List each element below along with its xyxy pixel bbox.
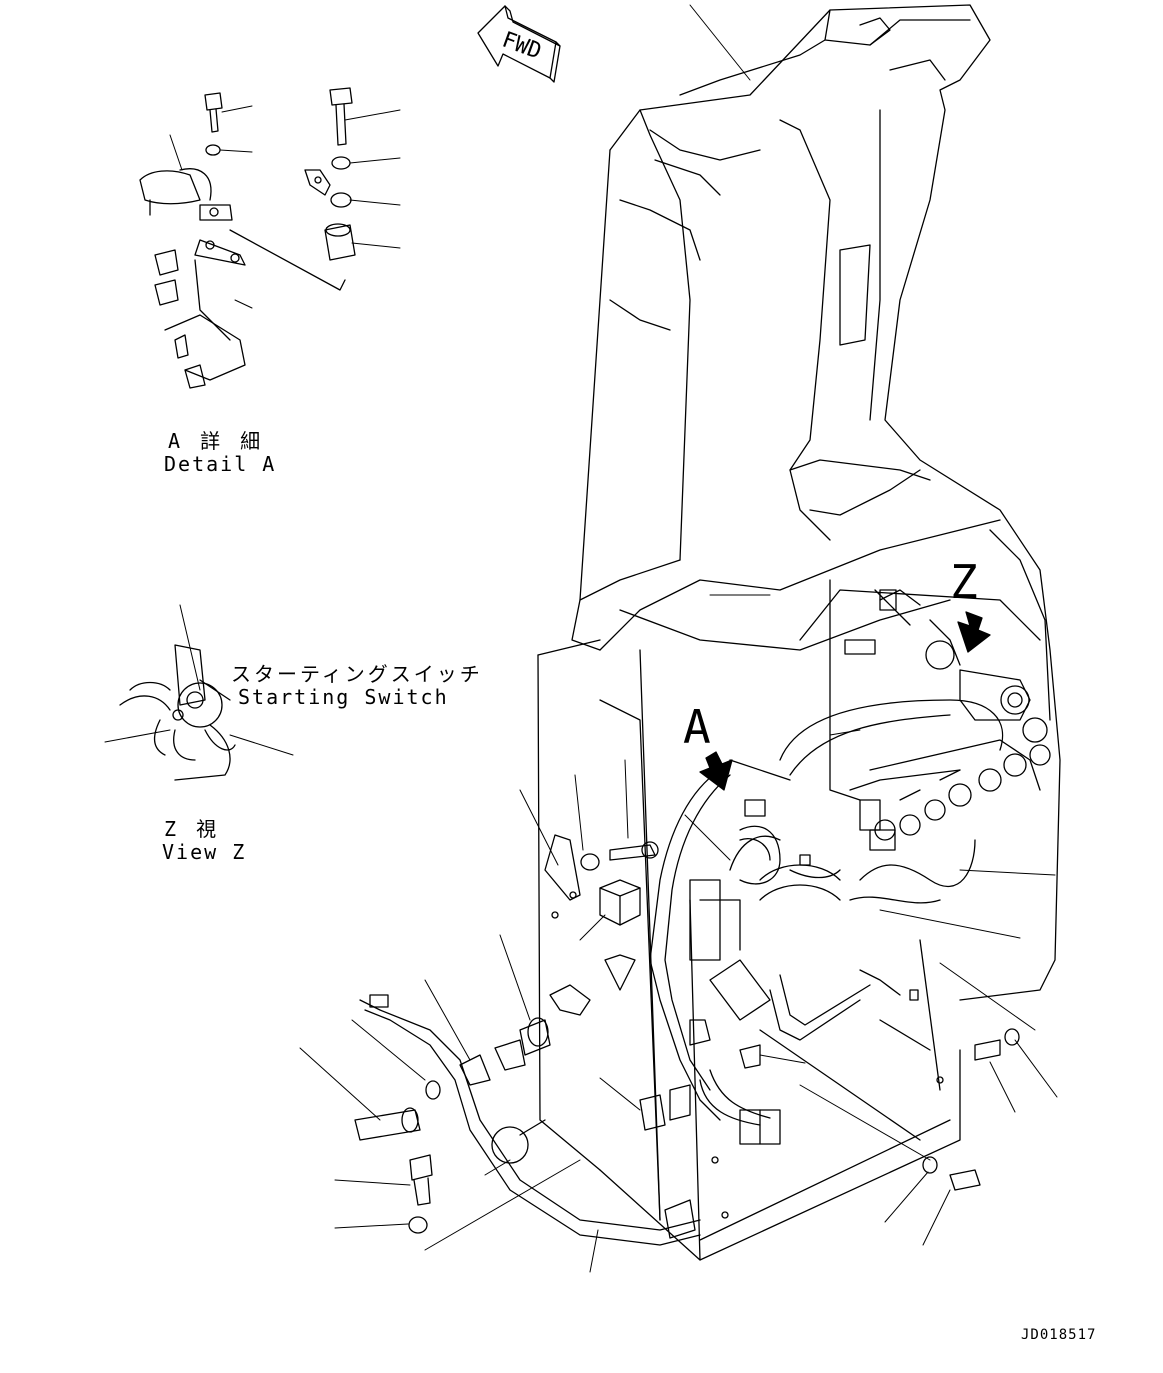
console-box	[538, 580, 1040, 1260]
leader-lines	[105, 5, 1057, 1272]
a-arrow	[700, 752, 790, 790]
starting-switch-label-en: Starting Switch	[238, 685, 449, 709]
console-fasteners	[355, 835, 1019, 1238]
starting-switch-label-jp: スターティングスイッチ	[231, 662, 483, 686]
drawing-code: JD018517	[1021, 1327, 1097, 1343]
z-arrow	[958, 612, 990, 652]
cab-frame	[572, 5, 1060, 1000]
view-z-title-jp: Z 視	[164, 817, 221, 841]
callout-a: A	[683, 700, 711, 754]
switch-connectors	[850, 740, 1040, 850]
detail-a-title-jp: A 詳 細	[168, 429, 265, 453]
fwd-arrow: FWD	[478, 6, 560, 82]
view-z-sketch	[120, 645, 235, 780]
callout-z: Z	[950, 555, 978, 609]
view-z-title-en: View Z	[162, 840, 247, 864]
wiring-harness	[360, 590, 1050, 1245]
detail-a-sketch	[140, 88, 355, 388]
detail-a-title-en: Detail A	[164, 452, 277, 476]
